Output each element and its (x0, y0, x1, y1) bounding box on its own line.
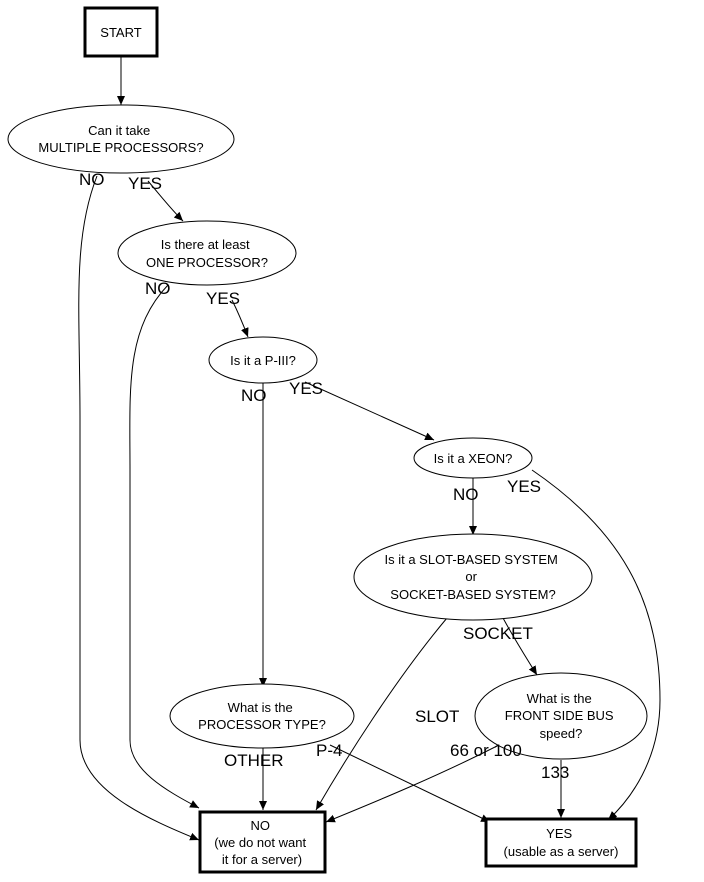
edge-label-p3-no: NO (241, 386, 267, 405)
edge-label-other: OTHER (224, 751, 284, 770)
node-fsb-line: FRONT SIDE BUS (505, 708, 614, 723)
edge-multiple-yes (147, 180, 184, 222)
svg-text:NO (we do not want: NO (we do not want it for a server) (214, 818, 309, 867)
node-xeon: Is it a XEON? (413, 437, 533, 479)
edge-label-xeon-yes: YES (507, 477, 541, 496)
edge-label-slot: SLOT (415, 707, 459, 726)
node-slot-line: SOCKET-BASED SYSTEM? (390, 587, 555, 602)
node-multiple-line: Can it take (88, 123, 150, 138)
edges (78, 57, 661, 841)
node-yes-line: (usable as a server) (504, 844, 619, 859)
edge-label-fsb-high: 133 (541, 763, 569, 782)
svg-text:What is the FRONT SIDE B: What is the FRONT SIDE BUS speed? (505, 691, 617, 741)
node-p3-line: Is it a P-III? (230, 353, 296, 368)
edge-ptype-p4 (329, 744, 491, 823)
edge-label-multiple-yes: YES (128, 174, 162, 193)
svg-text:Is it a XEON?: Is it a XEON? (434, 451, 513, 466)
node-ptype-line: PROCESSOR TYPE? (198, 717, 326, 732)
svg-text:Is there at least ONE PR: Is there at least ONE PROCESSOR? (146, 237, 268, 270)
node-yes-line: YES (546, 826, 572, 841)
node-no-line: NO (250, 818, 270, 833)
node-yes-result: YES (usable as a server) (484, 817, 638, 868)
edge-label-one-yes: YES (206, 289, 240, 308)
edge-multiple-no (78, 175, 200, 841)
node-front-side-bus: What is the FRONT SIDE BUS speed? (474, 672, 648, 760)
edge-label-fsb-low: 66 or 100 (450, 741, 522, 760)
edge-one-yes (231, 299, 249, 338)
svg-text:Is it a SLOT-BASED SYSTEM: Is it a SLOT-BASED SYSTEM or SOCKET-BASE… (384, 552, 561, 602)
edge-labels: NO YES NO YES NO YES NO YES SOCKET SLOT … (79, 170, 569, 782)
edge-p3-yes (304, 381, 435, 441)
node-one-line: ONE PROCESSOR? (146, 255, 268, 270)
edge-fsb-low (325, 744, 500, 823)
node-ptype-line: What is the (228, 700, 293, 715)
edge-slot-socket (502, 617, 538, 676)
edge-one-no (129, 284, 200, 809)
edge-label-socket: SOCKET (463, 624, 533, 643)
svg-text:Can it take MULTIPLE PRO: Can it take MULTIPLE PROCESSORS? (38, 123, 203, 155)
edge-slot-slot (315, 617, 448, 811)
node-fsb-line: What is the (527, 691, 592, 706)
node-start: START (83, 6, 159, 58)
node-one-processor: Is there at least ONE PROCESSOR? (117, 220, 297, 286)
node-start-line: START (100, 25, 141, 40)
svg-text:Is it a P-III?: Is it a P-III? (230, 353, 296, 368)
node-one-line: Is there at least (161, 237, 250, 252)
edge-label-one-no: NO (145, 279, 171, 298)
node-no-result: NO (we do not want it for a server) (198, 810, 327, 874)
edge-label-p4: P-4 (316, 741, 342, 760)
node-slot-socket: Is it a SLOT-BASED SYSTEM or SOCKET-BASE… (353, 533, 593, 621)
edge-label-p3-yes: YES (289, 379, 323, 398)
svg-text:YES (usable as a server): YES (usable as a server) (504, 826, 619, 859)
edge-label-xeon-no: NO (453, 485, 479, 504)
node-processor-type: What is the PROCESSOR TYPE? (169, 683, 355, 749)
node-p3: Is it a P-III? (208, 336, 318, 384)
node-xeon-line: Is it a XEON? (434, 451, 513, 466)
node-no-line: it for a server) (222, 852, 302, 867)
node-fsb-line: speed? (540, 726, 583, 741)
svg-text:START: START (100, 25, 141, 40)
edge-xeon-yes (531, 469, 661, 821)
node-multiple-processors: Can it take MULTIPLE PROCESSORS? (7, 104, 235, 174)
node-slot-line: Is it a SLOT-BASED SYSTEM (384, 552, 557, 567)
edge-label-multiple-no: NO (79, 170, 105, 189)
svg-text:What is the PROCESSOR TY: What is the PROCESSOR TYPE? (198, 700, 326, 732)
node-no-line: (we do not want (214, 835, 306, 850)
node-multiple-line: MULTIPLE PROCESSORS? (38, 140, 203, 155)
node-slot-line: or (465, 569, 477, 584)
